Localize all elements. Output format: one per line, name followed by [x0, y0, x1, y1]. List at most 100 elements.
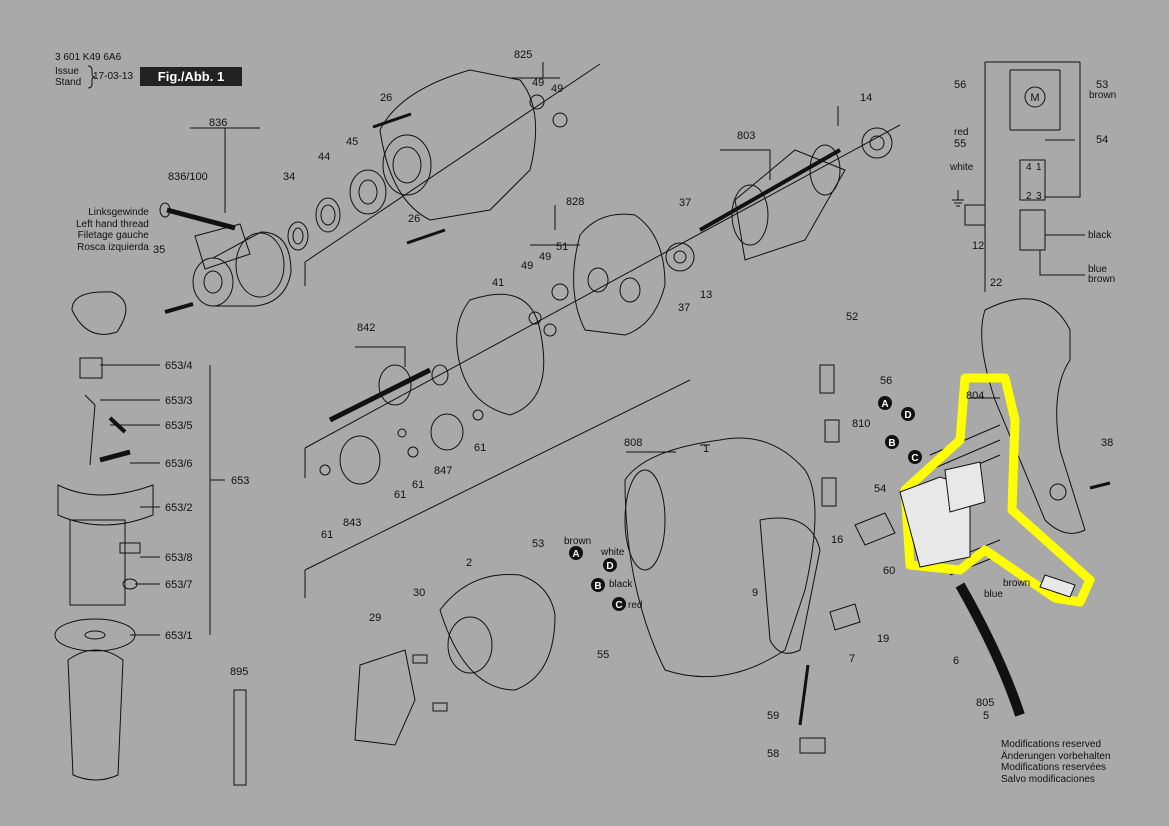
connector-c: C	[615, 600, 622, 611]
part-6: 6	[953, 655, 959, 667]
part-803: 803	[737, 130, 755, 142]
part-836: 836	[209, 117, 227, 129]
part-37-a: 37	[679, 197, 691, 209]
lht-de: Linksgewinde	[88, 207, 149, 218]
terminal-3: 3	[1036, 191, 1042, 202]
part-2: 2	[466, 557, 472, 569]
part-61-c: 61	[412, 479, 424, 491]
schematic-black: black	[1088, 230, 1112, 241]
wire-brown-switch: brown	[1003, 578, 1030, 589]
part-56-b: 56	[954, 79, 966, 91]
part-55-b: 55	[954, 138, 966, 150]
part-836-100: 836/100	[168, 171, 208, 183]
part-804: 804	[966, 390, 984, 402]
part-653-7: 653/7	[165, 579, 193, 591]
part-45: 45	[346, 136, 358, 148]
part-653: 653	[231, 475, 249, 487]
mods-en: Modifications reserved	[1001, 739, 1102, 750]
issue-date: 17-03-13	[93, 71, 134, 82]
part-22: 22	[990, 277, 1002, 289]
part-842: 842	[357, 322, 375, 334]
part-37-b: 37	[678, 302, 690, 314]
part-38: 38	[1101, 437, 1113, 449]
schematic-red: red	[954, 127, 968, 138]
part-9: 9	[752, 587, 758, 599]
connector-a: A	[572, 549, 579, 560]
part-810: 810	[852, 418, 870, 430]
part-55-a: 55	[597, 649, 609, 661]
part-30: 30	[413, 587, 425, 599]
part-828: 828	[566, 196, 584, 208]
part-52: 52	[846, 311, 858, 323]
part-56-a: 56	[880, 375, 892, 387]
wire-brown-a: brown	[564, 536, 591, 547]
terminal-1: 1	[1036, 162, 1042, 173]
part-26-a: 26	[380, 92, 392, 104]
part-19: 19	[877, 633, 889, 645]
wire-blue-switch: blue	[984, 589, 1003, 600]
connector-d-2: D	[904, 410, 911, 421]
part-653-6: 653/6	[165, 458, 193, 470]
connector-c-2: C	[911, 453, 918, 464]
part-number: 3 601 K49 6A6	[55, 52, 122, 63]
lht-en: Left hand thread	[76, 218, 149, 230]
part-847: 847	[434, 465, 452, 477]
mods-de: Änderungen vorbehalten	[1001, 750, 1111, 762]
part-16: 16	[831, 534, 843, 546]
part-13: 13	[700, 289, 712, 301]
part-7: 7	[849, 653, 855, 665]
schematic-brown-top: brown	[1089, 90, 1116, 101]
lht-fr: Filetage gauche	[77, 230, 149, 241]
terminal-4: 4	[1026, 162, 1032, 173]
part-61-d: 61	[321, 529, 333, 541]
wire-black-b: black	[609, 579, 633, 590]
part-895: 895	[230, 666, 248, 678]
part-53-a: 53	[532, 538, 544, 550]
connector-b-2: B	[888, 438, 895, 449]
part-653-8: 653/8	[165, 552, 193, 564]
part-14: 14	[860, 92, 872, 104]
part-653-2: 653/2	[165, 502, 193, 514]
part-26-b: 26	[408, 213, 420, 225]
part-805: 805	[976, 697, 994, 709]
terminal-2: 2	[1026, 191, 1032, 202]
wire-red-c: red	[628, 600, 642, 611]
part-54-b: 54	[1096, 134, 1108, 146]
part-808: 808	[624, 437, 642, 449]
part-49-d: 49	[539, 251, 551, 263]
part-58: 58	[767, 748, 779, 760]
schematic-brown-bottom: brown	[1088, 274, 1115, 285]
wire-white-d: white	[600, 547, 625, 558]
part-44: 44	[318, 151, 330, 163]
part-843: 843	[343, 517, 361, 529]
part-825: 825	[514, 49, 532, 61]
part-12: 12	[972, 240, 984, 252]
modifications-note: Modifications reserved Änderungen vorbeh…	[1001, 739, 1111, 785]
wire-color-labels: brown white black red brown blue brown r…	[564, 90, 1116, 611]
connector-badges: A D B C A D B C	[569, 396, 922, 611]
connector-b: B	[594, 581, 601, 592]
part-29: 29	[369, 612, 381, 624]
connector-a-2: A	[881, 399, 888, 410]
part-61-a: 61	[474, 442, 486, 454]
mods-fr: Modifications reservées	[1001, 762, 1107, 773]
part-59: 59	[767, 710, 779, 722]
part-653-5: 653/5	[165, 420, 193, 432]
part-653-3: 653/3	[165, 395, 193, 407]
figure-label: Fig./Abb. 1	[140, 67, 242, 86]
part-54-a: 54	[874, 483, 886, 495]
stand-label: Stand	[55, 77, 82, 88]
mods-es: Salvo modificaciones	[1001, 773, 1095, 785]
part-61-b: 61	[394, 489, 406, 501]
schematic-blue: blue	[1088, 264, 1107, 275]
left-hand-thread-note: Linksgewinde Left hand thread Filetage g…	[76, 207, 149, 253]
part-53-b: 53	[1096, 79, 1108, 91]
part-5: 5	[983, 710, 989, 722]
part-49-c: 49	[521, 260, 533, 272]
part-34: 34	[283, 171, 295, 183]
motor-symbol: M	[1030, 92, 1039, 104]
part-labels: 825 49 49 26 45 44 34 26 836 836/100 35 …	[153, 49, 1113, 760]
part-653-4: 653/4	[165, 360, 193, 372]
part-49-b: 49	[551, 83, 563, 95]
